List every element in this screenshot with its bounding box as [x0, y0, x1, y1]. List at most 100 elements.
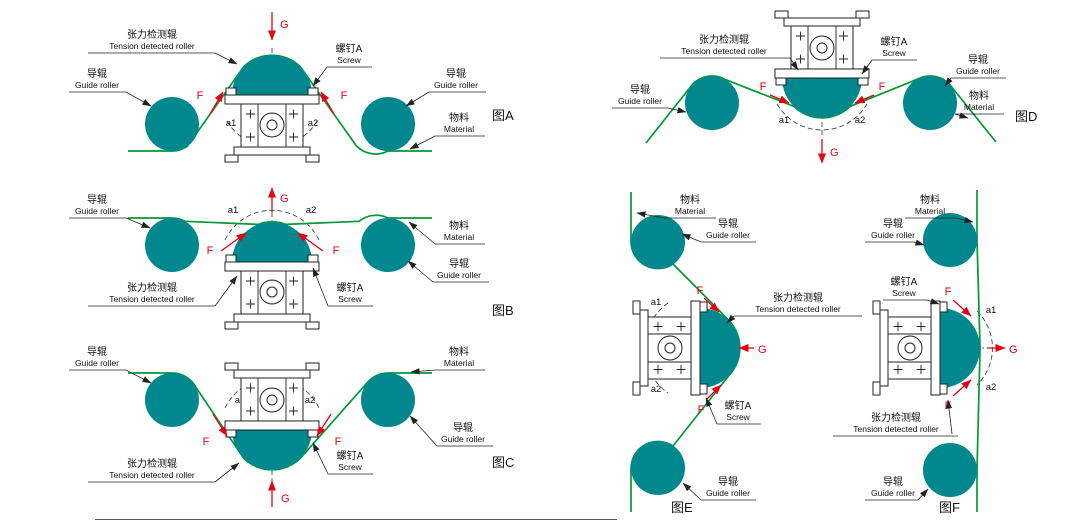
- label-leader: [125, 91, 152, 107]
- label-en: Material: [915, 206, 945, 216]
- force-label-right: F: [879, 81, 886, 93]
- force-label-right: F: [335, 436, 342, 448]
- label-cn: 导辊: [87, 345, 107, 358]
- label-cn: 导辊: [718, 217, 738, 230]
- label-en: Guide roller: [871, 488, 915, 498]
- figure-a: a1 a2 G F F 张力检测辊 Tension detected rolle…: [69, 12, 514, 163]
- force-label-top: F: [945, 286, 952, 298]
- callout-tension-roller: 张力检测辊 Tension detected roller: [833, 399, 958, 437]
- figure-caption: 图B: [492, 303, 514, 318]
- callout-material: 物料 Material: [905, 193, 974, 224]
- label-cn: 张力检测辊: [127, 457, 177, 470]
- label-leader: [955, 216, 974, 224]
- label-leader: [682, 482, 702, 501]
- label-cn: 导辊: [883, 475, 903, 488]
- gravity-label: G: [758, 344, 767, 356]
- label-cn: 螺钉A: [337, 450, 364, 462]
- figure-caption: 图C: [492, 455, 514, 470]
- guide-roller-top: [631, 215, 685, 269]
- label-en: Screw: [338, 462, 362, 472]
- label-leader: [726, 314, 736, 324]
- label-en: Material: [444, 232, 474, 242]
- angle-a1-label: a1: [226, 118, 237, 129]
- label-leader: [125, 369, 152, 384]
- label-leader: [667, 107, 687, 114]
- angle-a2-label: a2: [305, 395, 316, 406]
- callout-guide-roller-left: 导辊 Guide roller: [69, 193, 151, 229]
- guide-roller-left: [685, 76, 739, 130]
- force-label-right: F: [341, 90, 348, 102]
- guide-roller-right: [903, 76, 957, 130]
- label-en: Tension detected roller: [109, 470, 195, 480]
- force-arrow-right: [297, 232, 324, 252]
- label-cn: 物料: [449, 219, 469, 232]
- label-en: Material: [444, 358, 474, 368]
- tension-mount-assembly: [872, 300, 981, 396]
- callout-material: 物料 Material: [409, 111, 485, 150]
- label-leader: [410, 368, 436, 375]
- label-cn: 导辊: [87, 67, 107, 80]
- label-en: Material: [964, 102, 994, 112]
- label-cn: 螺钉A: [891, 276, 918, 288]
- force-label-left: F: [197, 90, 204, 102]
- force-arrow-left: [769, 94, 790, 104]
- label-leader: [312, 442, 329, 475]
- callout-guide-roller-left: 导辊 Guide roller: [69, 345, 152, 384]
- label-en: Guide roller: [75, 206, 119, 216]
- angle-a1-label: a1: [779, 115, 790, 126]
- callout-tension-roller: 张力检测辊 Tension detected roller: [88, 275, 238, 307]
- label-leader: [312, 66, 328, 87]
- callout-guide-roller-right: 导辊 Guide roller: [409, 415, 493, 447]
- label-en: Screw: [892, 288, 916, 298]
- callout-guide-roller-left: 导辊 Guide roller: [69, 67, 152, 107]
- force-arrow-top: [703, 297, 720, 313]
- callout-material: 物料 Material: [636, 193, 716, 219]
- label-en: Tension detected roller: [681, 46, 767, 56]
- force-label-top: F: [697, 285, 704, 297]
- callout-screw: 螺钉A Screw: [312, 43, 372, 87]
- force-arrow-right: [316, 413, 332, 437]
- label-cn: 物料: [680, 193, 700, 206]
- figure-caption: 图E: [671, 500, 693, 515]
- label-leader: [214, 275, 238, 307]
- figure-f: a1 a2 G F F 物料 Material 导辊 Guide roller …: [833, 190, 1018, 515]
- label-cn: 物料: [969, 89, 989, 102]
- label-cn: 导辊: [87, 193, 107, 206]
- angle-a1-label: a1: [228, 205, 239, 216]
- angle-a2-label: a2: [855, 115, 866, 126]
- label-en: Guide roller: [437, 270, 481, 280]
- callout-guide-roller-top: 导辊 Guide roller: [865, 217, 925, 246]
- label-leader: [954, 112, 969, 119]
- label-cn: 导辊: [453, 421, 473, 434]
- gravity-label: G: [281, 493, 290, 505]
- label-en: Guide roller: [871, 230, 915, 240]
- label-en: Guide roller: [75, 80, 119, 90]
- label-leader: [407, 260, 434, 283]
- label-leader: [409, 415, 438, 447]
- label-cn: 张力检测辊: [699, 33, 749, 46]
- label-cn: 螺钉A: [337, 282, 364, 294]
- label-leader: [926, 298, 940, 305]
- label-en: Tension detected roller: [853, 424, 939, 434]
- force-arrow-right: [854, 94, 875, 104]
- label-cn: 张力检测辊: [127, 281, 177, 294]
- label-cn: 螺钉A: [881, 36, 908, 48]
- force-arrow-bottom: [706, 384, 722, 400]
- label-leader: [945, 399, 953, 435]
- force-arrow-left: [209, 91, 224, 115]
- label-en: Guide roller: [706, 488, 750, 498]
- label-cn: 导辊: [718, 475, 738, 488]
- callout-guide-roller-top: 导辊 Guide roller: [681, 217, 756, 243]
- figure-caption: 图F: [939, 500, 960, 515]
- callout-screw: 螺钉A Screw: [312, 267, 373, 307]
- label-cn: 物料: [449, 345, 469, 358]
- label-cn: 张力检测辊: [127, 28, 177, 41]
- callout-screw: 螺钉A Screw: [705, 397, 761, 425]
- callout-material: 物料 Material: [408, 219, 485, 245]
- callout-tension-roller: 张力检测辊 Tension detected roller: [88, 28, 238, 65]
- angle-a1-label: a1: [235, 395, 246, 406]
- guide-roller-left: [145, 97, 199, 151]
- label-leader: [944, 77, 953, 87]
- callout-guide-roller-bottom: 导辊 Guide roller: [682, 475, 756, 501]
